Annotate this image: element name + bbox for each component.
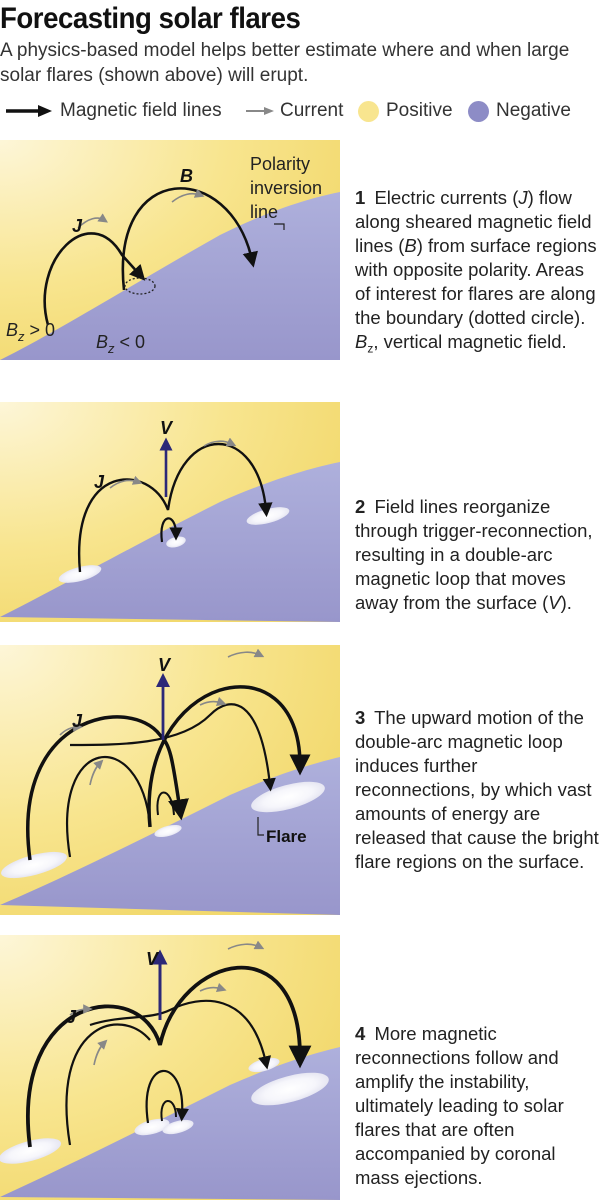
label-J: J — [72, 216, 83, 236]
flare-region — [1, 851, 67, 879]
step-1-text: 1 Electric currents (J) flow along shear… — [355, 187, 597, 356]
polarity-leader-line — [274, 223, 285, 230]
current-arrow — [199, 696, 227, 707]
footpoint-glow — [58, 565, 102, 583]
field-line — [121, 187, 258, 291]
label-bz-positive: Bz > 0 — [6, 320, 55, 344]
step-3-text: 3 The upward motion of the double-arc ma… — [355, 707, 599, 872]
legend-positive: Positive — [358, 100, 453, 122]
page-title: Forecasting solar flares — [0, 2, 301, 35]
flare-region — [251, 781, 325, 813]
negative-region — [0, 192, 340, 360]
current-arrow — [77, 213, 108, 229]
current-arrow — [199, 982, 227, 993]
legend: Magnetic field lines Current Positive Ne… — [0, 100, 601, 126]
page-subtitle: A physics-based model helps better estim… — [0, 40, 570, 86]
legend-positive-label: Positive — [386, 100, 453, 121]
current-arrow — [109, 475, 143, 489]
small-loop-field-line — [156, 791, 175, 816]
field-line — [43, 232, 146, 326]
label-V: V — [160, 418, 174, 438]
panel-2: V J 2 Field lines reorganize through tri… — [0, 402, 601, 622]
boundary-dotted-circle — [124, 277, 156, 295]
thin-arrow-icon — [246, 107, 274, 115]
label-polarity: Polarity — [250, 154, 310, 174]
label-inversion: inversion — [250, 178, 322, 198]
flare-region — [0, 1138, 62, 1164]
double-arc-field-line — [69, 703, 276, 792]
label-B: B — [180, 166, 193, 186]
legend-field-lines: Magnetic field lines — [4, 100, 222, 122]
label-line: line — [250, 202, 278, 222]
legend-current-label: Current — [280, 100, 344, 121]
double-arc-field-line-thick — [26, 965, 312, 1148]
step-4-text: 4 More magnetic reconnections follow and… — [355, 1023, 564, 1188]
negative-region — [0, 1047, 340, 1200]
current-arrow — [93, 1039, 108, 1066]
current-arrow — [69, 1004, 93, 1016]
flare-region — [251, 1072, 329, 1106]
current-arrow — [171, 188, 205, 203]
thick-arrow-icon — [6, 105, 52, 117]
flare-leader-line — [257, 817, 264, 836]
positive-swatch — [358, 100, 379, 122]
field-line-thick — [147, 685, 311, 828]
field-line-thick — [26, 715, 189, 861]
legend-negative-label: Negative — [496, 100, 571, 121]
label-bz-negative: Bz < 0 — [96, 332, 145, 356]
label-J: J — [94, 472, 105, 492]
current-arrow — [59, 722, 83, 736]
panel-1-diagram: B J Polarity inversion line Bz > 0 Bz < … — [0, 140, 340, 360]
field-line — [65, 1023, 151, 1146]
panel-3-diagram: V J Flare — [0, 645, 340, 915]
panel-1: B J Polarity inversion line Bz > 0 Bz < … — [0, 140, 601, 360]
label-V: V — [158, 655, 172, 675]
label-J: J — [66, 1007, 77, 1027]
legend-field-lines-label: Magnetic field lines — [60, 100, 222, 121]
legend-negative: Negative — [468, 100, 571, 122]
panel-4-diagram: V J — [0, 935, 340, 1200]
small-loop-field-line — [160, 1100, 177, 1122]
small-loop-field-line — [160, 517, 183, 543]
panel-3: V J Flare 3 The upward motion of the dou… — [0, 645, 601, 915]
current-arrow — [227, 648, 265, 658]
flare-region — [162, 1119, 194, 1135]
label-J: J — [72, 711, 83, 731]
legend-current: Current — [244, 100, 343, 122]
double-arc-field-line — [77, 442, 273, 573]
current-arrow — [227, 940, 265, 950]
current-arrow — [203, 437, 237, 447]
panel-2-diagram: V J — [0, 402, 340, 622]
negative-region — [0, 757, 340, 915]
label-V: V — [146, 949, 160, 969]
panel-4: V J 4 More magnetic reconnections follow… — [0, 935, 601, 1200]
label-flare: Flare — [266, 827, 307, 846]
small-loop-field-line — [145, 1069, 190, 1124]
current-arrow — [89, 759, 104, 786]
field-line — [89, 999, 272, 1070]
step-2-text: 2 Field lines reorganize through trigger… — [355, 496, 593, 613]
field-line — [66, 755, 152, 858]
flare-region — [134, 1118, 170, 1136]
flare-region — [154, 824, 182, 838]
negative-swatch — [468, 100, 489, 122]
